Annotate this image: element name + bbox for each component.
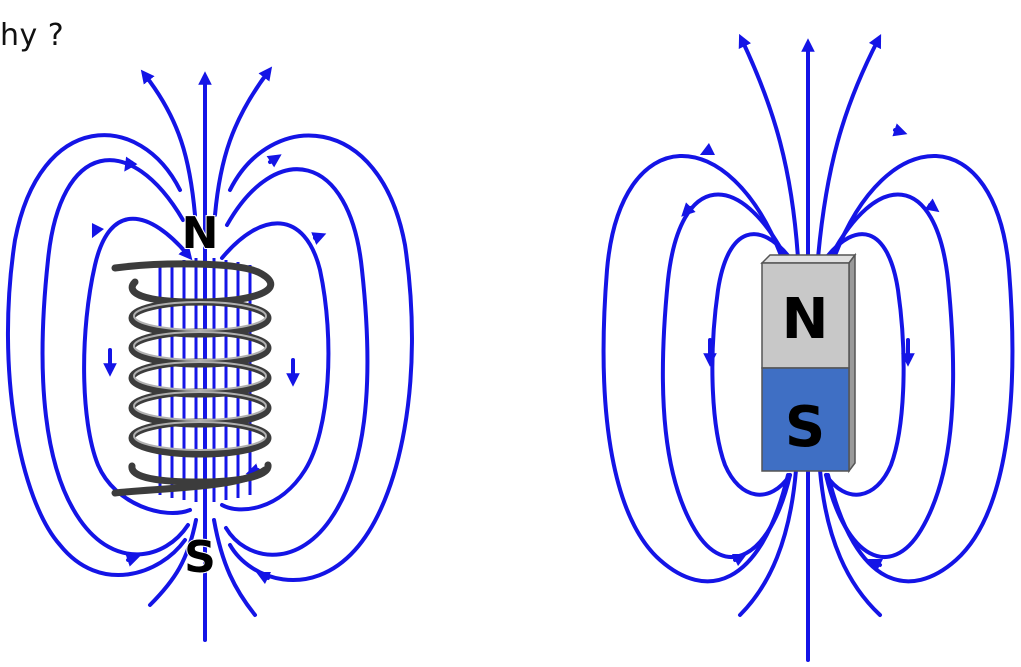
- solenoid-diagram: N S: [6, 66, 414, 642]
- solenoid-south-label: S: [184, 532, 216, 583]
- arrow-right-1: [266, 154, 282, 168]
- field-line-right-outer: [826, 154, 1015, 584]
- arrow-right-3: [867, 558, 884, 572]
- field-line-center-top-left: [140, 69, 197, 217]
- field-line-right-middle: [824, 192, 956, 559]
- field-line-right-inner: [824, 232, 906, 497]
- field-line-bottom-left: [738, 468, 798, 617]
- solenoid-north-label: N: [182, 208, 219, 259]
- field-line-left-middle: [40, 158, 190, 557]
- arrow-left-1: [124, 156, 138, 172]
- field-line-center-bottom-left: [148, 518, 198, 607]
- field-line-top-right: [816, 33, 882, 260]
- field-line-right-outer: [228, 133, 414, 583]
- field-line-center-top-right: [213, 66, 273, 217]
- solenoid-field-lines: [6, 66, 414, 642]
- field-line-right-middle: [224, 167, 370, 557]
- solenoid-coil: [111, 260, 275, 497]
- arrow-right-4: [255, 571, 272, 585]
- arrow-right-2: [311, 232, 327, 245]
- field-line-center-bottom-right: [212, 518, 257, 617]
- magnet-north-half: [761, 262, 850, 369]
- bar-magnet-diagram: N S: [601, 33, 1015, 662]
- field-line-top-left: [738, 33, 800, 260]
- arrow-right-1: [924, 198, 940, 213]
- solenoid-coil-highlight: [133, 301, 267, 451]
- arrow-left-4: [125, 553, 141, 567]
- bar-magnet: N S: [760, 252, 857, 474]
- field-line-left-outer: [6, 133, 187, 578]
- arrow-right-5: [245, 463, 261, 477]
- field-line-left-inner: [710, 232, 792, 497]
- arrow-left-2: [91, 222, 105, 239]
- arrow-left-4: [731, 553, 748, 567]
- magnet-north-label: N: [782, 287, 829, 352]
- magnet-south-half: [761, 367, 850, 472]
- arrow-right-4: [892, 123, 908, 137]
- caption-text: hy ?: [0, 18, 65, 53]
- arrow-left-1: [699, 142, 716, 156]
- arrow-left-2: [681, 202, 696, 217]
- field-line-left-inner: [82, 216, 193, 515]
- field-line-right-inner: [220, 221, 331, 512]
- field-line-bottom-right: [818, 468, 882, 617]
- field-line-left-outer: [601, 154, 790, 584]
- magnet-south-label: S: [785, 395, 825, 460]
